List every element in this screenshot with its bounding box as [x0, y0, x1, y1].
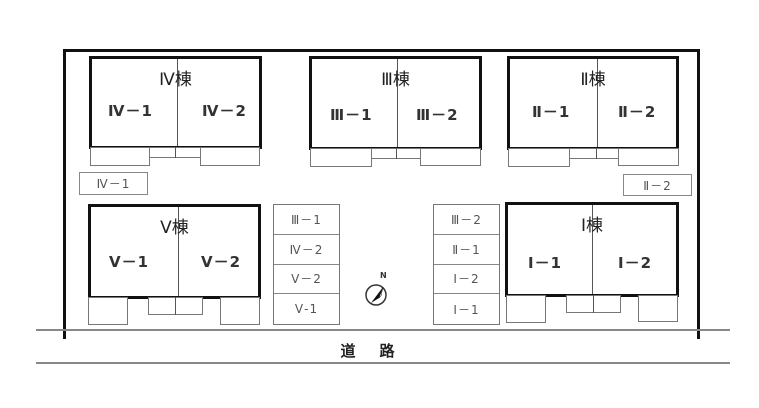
road-edge-bottom	[36, 362, 730, 364]
north-label: N	[380, 271, 387, 280]
porch	[310, 148, 372, 167]
compass-icon	[365, 284, 387, 306]
building-i: Ⅰ棟 Ⅰ－1 Ⅰ－2	[505, 202, 679, 297]
porch	[508, 148, 570, 167]
parking-space: Ⅰ－1	[453, 302, 480, 317]
unit-label: Ⅱ－2	[618, 103, 657, 121]
unit-label: Ⅲ－2	[416, 106, 459, 124]
parking-space: Ⅳ－2	[274, 235, 339, 265]
parking-space: Ⅰ－2	[434, 265, 499, 295]
porch-divider	[175, 147, 176, 158]
unit-divider	[592, 205, 593, 294]
parking-space: Ⅴ-1	[294, 302, 319, 317]
road-edge-top	[36, 329, 730, 331]
porch	[88, 297, 128, 325]
road-label: 道路	[340, 342, 419, 360]
porch	[220, 297, 260, 325]
parking-label-ii-2: Ⅱ－2	[623, 174, 692, 196]
building-name: Ⅴ棟	[160, 218, 189, 238]
unit-divider	[397, 59, 398, 147]
building-iv: Ⅳ棟 Ⅳ－1 Ⅳ－2	[89, 56, 262, 149]
unit-label: Ⅰ－2	[618, 254, 653, 272]
parking-space: Ⅴ－2	[274, 265, 339, 295]
building-iii: Ⅲ棟 Ⅲ－1 Ⅲ－2	[309, 56, 482, 150]
porch-divider	[596, 148, 597, 159]
building-v: Ⅴ棟 Ⅴ－1 Ⅴ－2	[88, 204, 261, 299]
building-name: Ⅰ棟	[580, 216, 603, 236]
parking-space: Ⅱ－1	[434, 235, 499, 265]
unit-label: Ⅳ－1	[108, 102, 153, 120]
unit-label: Ⅳ－2	[202, 102, 247, 120]
unit-divider	[597, 59, 598, 147]
parking-label-iv-1: Ⅳ－1	[79, 172, 148, 195]
porch	[618, 148, 679, 166]
porch	[200, 147, 260, 166]
porch	[569, 148, 619, 159]
building-name: Ⅱ棟	[580, 70, 606, 90]
unit-divider	[177, 59, 178, 146]
building-name: Ⅳ棟	[159, 70, 192, 90]
unit-label: Ⅲ－1	[330, 106, 373, 124]
unit-label: Ⅱ－1	[532, 103, 571, 121]
parking-space: Ⅲ－2	[434, 205, 499, 235]
parking-space: Ⅲ－1	[274, 205, 339, 235]
unit-divider	[178, 207, 179, 296]
unit-label: Ⅰ－1	[528, 254, 563, 272]
porch-divider	[593, 295, 594, 313]
porch-divider	[396, 148, 397, 159]
site-boundary	[63, 49, 700, 339]
porch	[420, 148, 481, 166]
unit-label: Ⅴ－2	[201, 253, 242, 271]
unit-label: Ⅴ－1	[109, 253, 150, 271]
porch	[638, 295, 678, 322]
porch	[506, 295, 546, 323]
north-compass: N	[362, 271, 394, 308]
building-name: Ⅲ棟	[381, 70, 410, 90]
porch	[90, 147, 150, 166]
porch-divider	[175, 297, 176, 315]
parking-column-right: Ⅲ－2 Ⅱ－1 Ⅰ－2 Ⅰ－1	[433, 204, 500, 325]
parking-column-left: Ⅲ－1 Ⅳ－2 Ⅴ－2 Ⅴ-1	[273, 204, 340, 325]
building-ii: Ⅱ棟 Ⅱ－1 Ⅱ－2	[507, 56, 679, 150]
